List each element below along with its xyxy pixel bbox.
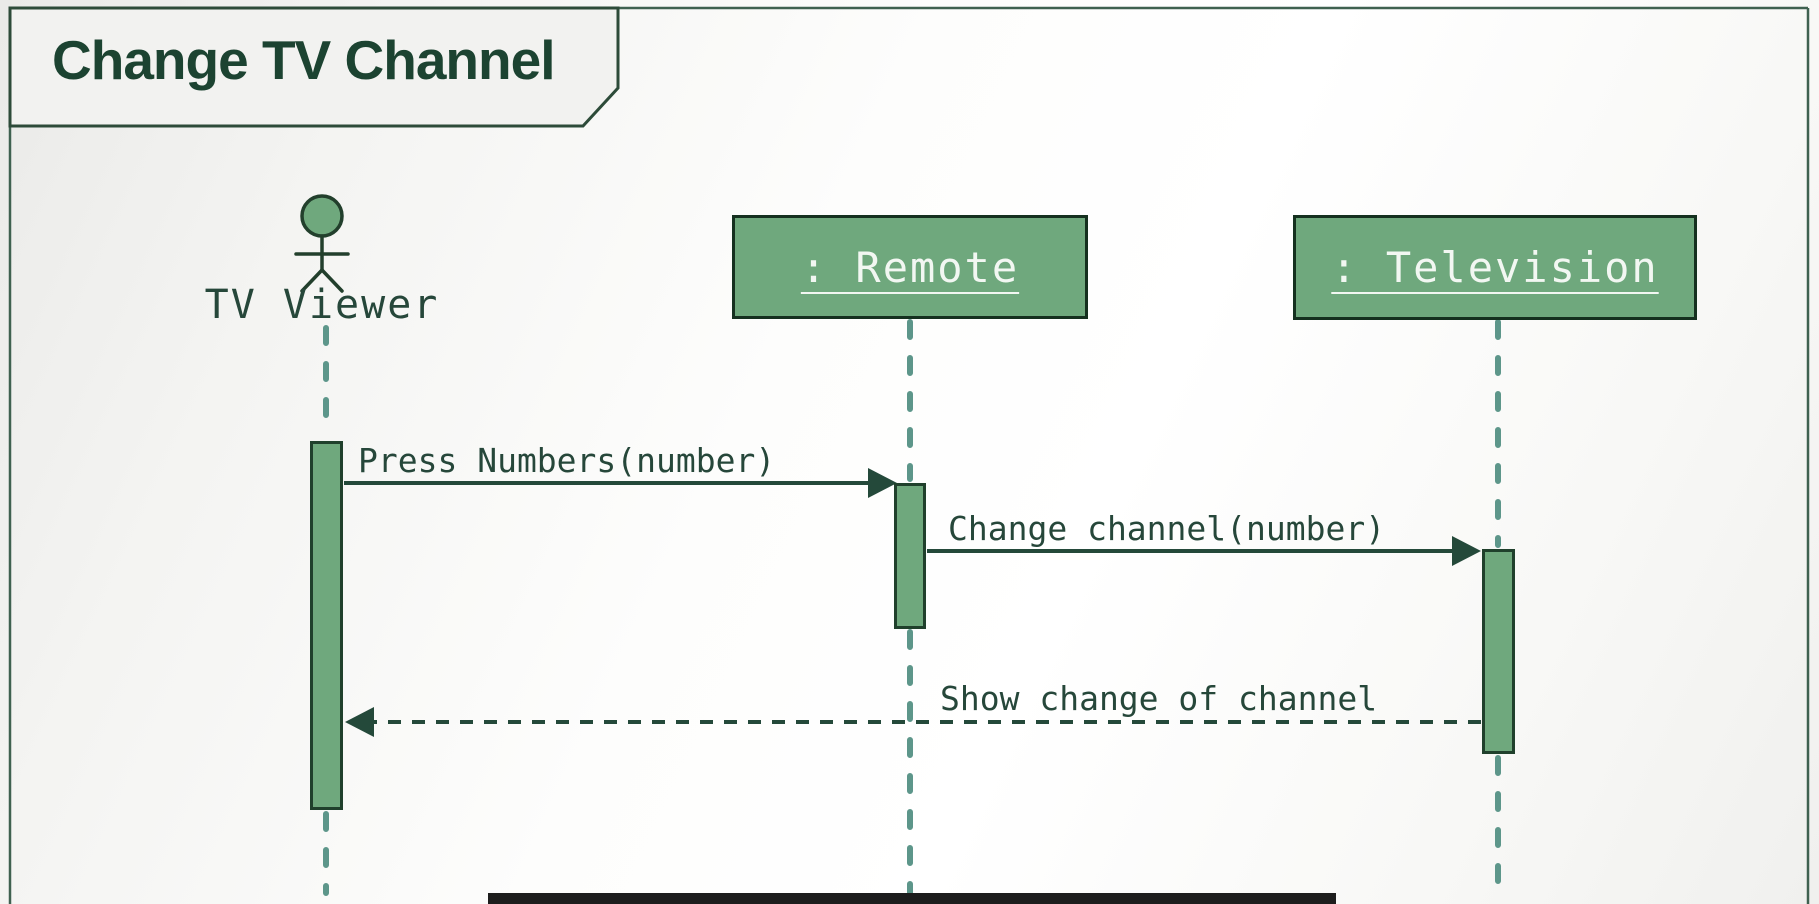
diagram-title: Change TV Channel <box>52 29 555 91</box>
actor-leg-right <box>320 268 344 293</box>
actor-head-icon <box>300 194 344 238</box>
actor-figure-tv-viewer <box>294 194 350 293</box>
arrowhead-right-icon <box>868 468 897 498</box>
arrowhead-right-icon <box>1452 536 1481 566</box>
message-label-show-change: Show change of channel <box>940 679 1378 718</box>
object-label-remote: : Remote <box>800 242 1020 292</box>
message-arrow-change-channel <box>927 536 1481 566</box>
actor-label-tv-viewer: TV Viewer <box>204 282 440 328</box>
object-box-remote: : Remote <box>732 215 1088 319</box>
actor-leg-left <box>300 268 324 293</box>
message-arrow-show-change <box>345 707 1481 737</box>
message-arrow-press-numbers <box>344 468 897 498</box>
activation-bar-tv-viewer <box>310 441 343 810</box>
activation-bar-remote <box>894 483 926 629</box>
bottom-black-bar <box>488 893 1336 904</box>
object-box-television: : Television <box>1293 215 1697 320</box>
arrowhead-left-icon <box>345 707 374 737</box>
title-pentagon <box>8 6 620 128</box>
message-label-change-channel: Change channel(number) <box>948 509 1386 548</box>
activation-bar-television <box>1482 549 1515 754</box>
message-label-press-numbers: Press Numbers(number) <box>358 441 776 480</box>
object-label-television: : Television <box>1331 243 1659 292</box>
